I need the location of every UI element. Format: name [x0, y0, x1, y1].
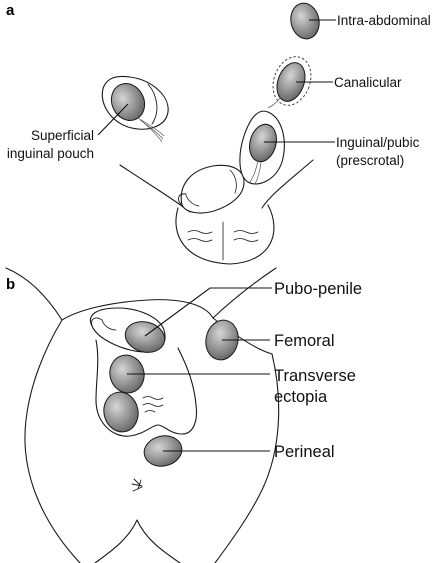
panel-a-letter: a: [6, 2, 15, 19]
canalicular-ring: [272, 56, 312, 106]
label-femoral: Femoral: [274, 332, 335, 350]
superficial-inguinal-pouch: [101, 75, 169, 143]
testis-canalicular: [276, 62, 306, 102]
label-inguinal-pubic-line2: (prescrotal): [336, 153, 404, 168]
panel-b-letter: b: [6, 276, 15, 293]
leader-pubo-penile: [144, 287, 272, 337]
panel-b-body-outline: [5, 267, 280, 563]
label-superficial-line2: inguinal pouch: [7, 146, 94, 161]
label-canalicular: Canalicular: [334, 75, 402, 90]
canalicular-testis-group: [267, 56, 312, 109]
inguinal-pubic-testis-group: [239, 110, 285, 185]
testis-superficial-inguinal: [110, 83, 146, 121]
panel-a-penis: [178, 164, 245, 214]
label-transverse-line2: ectopia: [274, 388, 328, 406]
panel-a: a: [6, 2, 431, 265]
panel-b: b: [5, 267, 362, 563]
label-intra-abdominal: Intra-abdominal: [337, 13, 431, 28]
label-perineal: Perineal: [274, 443, 335, 461]
testis-transverse-lower: [103, 391, 139, 433]
label-transverse-line1: Transverse: [274, 367, 356, 385]
testis-intra-abdominal: [290, 2, 320, 40]
label-superficial-line1: Superficial: [31, 128, 94, 143]
leader-superficial: [97, 103, 129, 136]
panel-b-leader-lines: [127, 287, 272, 452]
label-pubo-penile: Pubo-penile: [274, 280, 362, 298]
label-inguinal-pubic-line1: Inguinal/pubic: [336, 135, 420, 150]
panel-a-leader-lines: [97, 19, 336, 143]
